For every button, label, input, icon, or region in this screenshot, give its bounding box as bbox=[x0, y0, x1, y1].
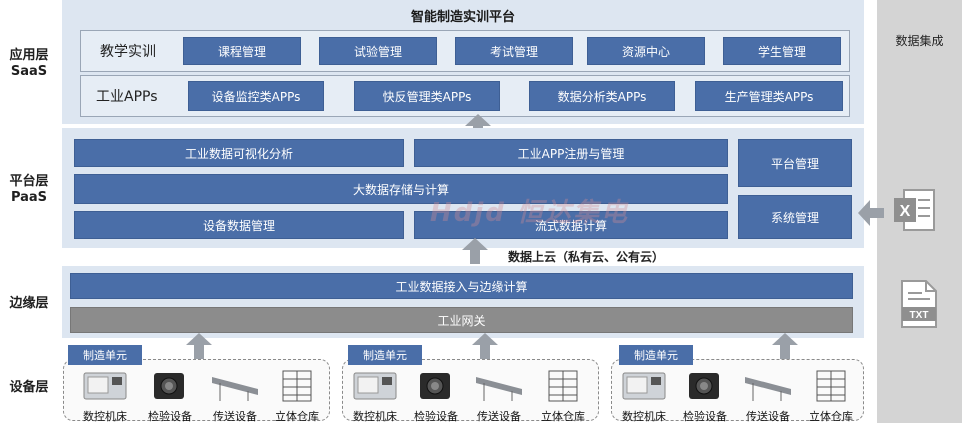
arrow-up-icon bbox=[772, 333, 798, 359]
teaching-label: 教学实训 bbox=[100, 44, 156, 60]
data-integration-title: 数据集成 bbox=[895, 34, 944, 48]
conveyor-icon bbox=[210, 368, 260, 404]
unit-2-conveyor[interactable]: 传送设备 bbox=[468, 368, 530, 424]
unit-1-cnc-machine[interactable]: 数控机床 bbox=[74, 368, 136, 424]
arrow-up-icon bbox=[472, 333, 498, 359]
equip-label: 检验设备 bbox=[148, 410, 192, 423]
tier-paas-label: 平台层 PaaS bbox=[0, 174, 58, 206]
tier-paas-code: PaaS bbox=[10, 190, 48, 205]
conveyor-icon bbox=[474, 368, 524, 404]
unit-3-warehouse[interactable]: 立体仓库 bbox=[800, 368, 862, 424]
arrow-up-icon bbox=[186, 333, 212, 359]
txt-label: TXT bbox=[910, 310, 929, 321]
unit-3-conveyor[interactable]: 传送设备 bbox=[737, 368, 799, 424]
equip-label: 传送设备 bbox=[477, 410, 521, 423]
unit-2-warehouse[interactable]: 立体仓库 bbox=[532, 368, 594, 424]
arrow-up-icon bbox=[462, 238, 488, 264]
excel-letter: X bbox=[900, 203, 911, 220]
tier-saas-label: 应用层 SaaS bbox=[0, 48, 58, 80]
unit-3-cnc-machine[interactable]: 数控机床 bbox=[613, 368, 675, 424]
exam-management-button[interactable]: 考试管理 bbox=[455, 37, 573, 65]
warehouse-icon bbox=[538, 368, 588, 404]
unit-2-inspection-device[interactable]: 检验设备 bbox=[405, 368, 467, 424]
tier-saas-name: 应用层 bbox=[9, 48, 49, 63]
data-analysis-apps-button[interactable]: 数据分析类APPs bbox=[529, 81, 675, 111]
camera-icon bbox=[680, 368, 730, 404]
bigdata-storage-box[interactable]: 大数据存储与计算 bbox=[74, 174, 728, 204]
unit-1-warehouse[interactable]: 立体仓库 bbox=[266, 368, 328, 424]
course-management-button[interactable]: 课程管理 bbox=[183, 37, 301, 65]
cnc-machine-icon bbox=[619, 368, 669, 404]
txt-file-icon: TXT bbox=[901, 280, 937, 328]
tier-edge-label: 边缘层 bbox=[0, 296, 58, 312]
resource-center-button[interactable]: 资源中心 bbox=[587, 37, 705, 65]
equip-label: 数控机床 bbox=[353, 410, 397, 423]
unit-3-inspection-device[interactable]: 检验设备 bbox=[674, 368, 736, 424]
excel-file-icon: X bbox=[894, 189, 935, 231]
stream-computing-box[interactable]: 流式数据计算 bbox=[414, 211, 728, 239]
warehouse-icon bbox=[806, 368, 856, 404]
unit-2-cnc-machine[interactable]: 数控机床 bbox=[344, 368, 406, 424]
tier-saas-code: SaaS bbox=[10, 64, 48, 79]
camera-icon bbox=[411, 368, 461, 404]
cloud-upload-label: 数据上云（私有云、公有云） bbox=[508, 250, 665, 264]
equip-label: 传送设备 bbox=[213, 410, 257, 423]
industrial-gateway-box[interactable]: 工业网关 bbox=[70, 307, 853, 333]
equip-label: 检验设备 bbox=[414, 410, 458, 423]
cnc-machine-icon bbox=[350, 368, 400, 404]
equip-label: 检验设备 bbox=[683, 410, 727, 423]
apps-label: 工业APPs bbox=[96, 89, 158, 105]
system-management-box[interactable]: 系统管理 bbox=[738, 195, 852, 239]
unit-3-tag: 制造单元 bbox=[619, 345, 693, 365]
equip-label: 立体仓库 bbox=[541, 410, 585, 423]
equip-label: 数控机床 bbox=[622, 410, 666, 423]
equip-label: 传送设备 bbox=[746, 410, 790, 423]
equip-label: 数控机床 bbox=[83, 410, 127, 423]
arrow-up-icon bbox=[465, 114, 491, 140]
unit-1-inspection-device[interactable]: 检验设备 bbox=[139, 368, 201, 424]
watermark: Hdjd 恒达集电 bbox=[430, 198, 629, 228]
camera-icon bbox=[145, 368, 195, 404]
quick-response-apps-button[interactable]: 快反管理类APPs bbox=[354, 81, 500, 111]
device-monitoring-apps-button[interactable]: 设备监控类APPs bbox=[188, 81, 324, 111]
tier-paas-name: 平台层 bbox=[9, 174, 49, 189]
arrow-left-icon bbox=[858, 200, 884, 226]
device-data-management-box[interactable]: 设备数据管理 bbox=[74, 211, 404, 239]
equip-label: 立体仓库 bbox=[809, 410, 853, 423]
unit-2-tag: 制造单元 bbox=[348, 345, 422, 365]
unit-1-conveyor[interactable]: 传送设备 bbox=[204, 368, 266, 424]
conveyor-icon bbox=[743, 368, 793, 404]
platform-management-box[interactable]: 平台管理 bbox=[738, 139, 852, 187]
equip-label: 立体仓库 bbox=[275, 410, 319, 423]
tier-device-label: 设备层 bbox=[0, 380, 58, 396]
platform-title: 智能制造实训平台 bbox=[410, 10, 515, 25]
data-visualization-box[interactable]: 工业数据可视化分析 bbox=[74, 139, 404, 167]
student-management-button[interactable]: 学生管理 bbox=[723, 37, 841, 65]
tier-device-name: 设备层 bbox=[9, 380, 49, 395]
app-registration-box[interactable]: 工业APP注册与管理 bbox=[414, 139, 728, 167]
edge-computing-box[interactable]: 工业数据接入与边缘计算 bbox=[70, 273, 853, 299]
experiment-management-button[interactable]: 试验管理 bbox=[319, 37, 437, 65]
cnc-machine-icon bbox=[80, 368, 130, 404]
tier-edge-name: 边缘层 bbox=[9, 296, 49, 311]
unit-1-tag: 制造单元 bbox=[68, 345, 142, 365]
warehouse-icon bbox=[272, 368, 322, 404]
production-management-apps-button[interactable]: 生产管理类APPs bbox=[695, 81, 843, 111]
